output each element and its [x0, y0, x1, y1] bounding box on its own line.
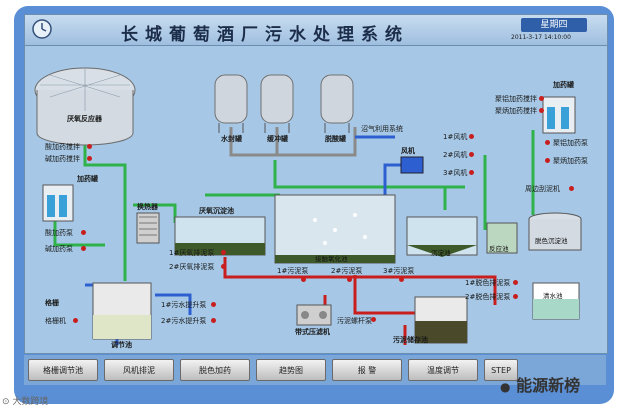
- status-dot: [539, 108, 544, 113]
- clock-icon: [32, 19, 52, 39]
- aeration-tank: [274, 194, 396, 264]
- status-blower-2: 2#风机: [443, 151, 468, 159]
- equalization-tank: [92, 282, 152, 340]
- status-dot: [221, 264, 226, 269]
- weekday-badge: 星期四: [521, 18, 587, 32]
- status-dot: [539, 96, 544, 101]
- grille-pool-label: 格栅: [45, 299, 59, 307]
- page-title: 长城葡萄酒厂污水处理系统: [121, 25, 409, 45]
- sludge-storage-label: 污泥储存池: [393, 336, 428, 344]
- nav-temperature-button[interactable]: 温度调节: [408, 359, 478, 381]
- status-dot: [347, 277, 352, 282]
- buffer-tank-label: 缓冲罐: [267, 135, 288, 143]
- dosing-tank-right: [542, 96, 576, 134]
- status-dot: [87, 144, 92, 149]
- status-dot: [513, 280, 518, 285]
- anaerobic-reactor: [34, 67, 136, 146]
- clear-water-tank: [532, 282, 580, 320]
- gas-tanks: [214, 74, 354, 133]
- status-base-stir: 碱加药搅拌: [45, 155, 80, 163]
- status-dot: [469, 170, 474, 175]
- status-dot: [399, 277, 404, 282]
- status-dot: [545, 158, 550, 163]
- status-dot: [81, 246, 86, 251]
- status-pac-pump: 聚铝加药泵: [553, 139, 588, 147]
- status-sludge-pump-1: 1#污泥泵: [277, 267, 309, 275]
- status-sludge-pump-2: 2#污泥泵: [331, 267, 363, 275]
- status-dot: [211, 318, 216, 323]
- status-sludge-pump-3: 3#污泥泵: [383, 267, 415, 275]
- status-dot: [469, 152, 474, 157]
- nav-grille-equalization-button[interactable]: 格栅调节池: [28, 359, 98, 381]
- status-pam-pump: 聚炳加药泵: [553, 157, 588, 165]
- wechat-icon: ●: [500, 380, 511, 394]
- status-pac-stir: 聚铝加药搅拌: [495, 95, 537, 103]
- status-peripheral-scraper: 周边刮泥机: [525, 185, 560, 193]
- process-diagram: [34, 67, 582, 345]
- reaction-tank-label: 反应池: [489, 245, 509, 253]
- status-pam-stir: 聚炳加药搅拌: [495, 107, 537, 115]
- status-dot: [545, 140, 550, 145]
- datetime-text: 2011-3-17 14:10:00: [511, 34, 571, 41]
- status-dot: [513, 294, 518, 299]
- status-dot: [301, 277, 306, 282]
- nav-decolor-dosing-button[interactable]: 脱色加药: [180, 359, 250, 381]
- status-blower-3: 3#风机: [443, 169, 468, 177]
- status-blower-1: 1#风机: [443, 133, 468, 141]
- dosing-tank-left-label: 加药罐: [77, 175, 98, 183]
- anaerobic-settler-label: 厌氧沉淀池: [199, 207, 234, 215]
- status-dot: [371, 317, 376, 322]
- heat-exchanger-label: 换热器: [137, 203, 158, 211]
- status-dot: [211, 302, 216, 307]
- biogas-system-label: 沼气利用系统: [361, 125, 403, 133]
- belt-press-label: 带式压滤机: [295, 328, 330, 336]
- blower: [400, 156, 424, 174]
- reaction-tank: [486, 222, 518, 254]
- clear-water-tank-label: 清水池: [543, 292, 563, 300]
- nav-alarm-button[interactable]: 报 警: [332, 359, 402, 381]
- blower-label: 风机: [401, 147, 415, 155]
- watermark-right: ● 能源新榜: [500, 376, 581, 395]
- dosing-tank-right-label: 加药罐: [553, 81, 574, 89]
- nav-trend-button[interactable]: 趋势图: [256, 359, 326, 381]
- status-acid-pump: 酸加药泵: [45, 229, 73, 237]
- status-dot: [469, 134, 474, 139]
- status-decolor-sludge-2: 2#脱色排泥泵: [465, 293, 511, 301]
- water-seal-tank-label: 水封罐: [221, 135, 242, 143]
- desulfur-tank-label: 脱酸罐: [325, 135, 346, 143]
- status-lift-pump-2: 2#污水提升泵: [161, 317, 207, 325]
- status-dot: [221, 250, 226, 255]
- anaerobic-reactor-label: 厌氧反应器: [67, 115, 102, 123]
- nav-blower-sludge-button[interactable]: 风机排泥: [104, 359, 174, 381]
- status-dot: [81, 230, 86, 235]
- status-dot: [73, 318, 78, 323]
- dosing-tank-left: [42, 184, 74, 222]
- decolor-settler-label: 脱色沉淀池: [535, 237, 568, 245]
- watermark-left: ⊙ 大数跨境: [2, 397, 49, 407]
- status-lift-pump-1: 1#污水提升泵: [161, 301, 207, 309]
- status-anaerobic-sludge-2: 2#厌氧排泥泵: [169, 263, 215, 271]
- nav-step-button[interactable]: STEP: [484, 359, 518, 381]
- status-decolor-sludge-1: 1#脱色排泥泵: [465, 279, 511, 287]
- status-dot: [569, 186, 574, 191]
- status-dot: [87, 156, 92, 161]
- aeration-tank-label: 接触氧化池: [315, 255, 348, 263]
- status-grille-machine: 格栅机: [45, 317, 66, 325]
- sludge-storage: [414, 296, 468, 344]
- status-anaerobic-sludge-1: 1#厌氧排泥泵: [169, 249, 215, 257]
- status-screw-pump: 污泥螺杆泵: [337, 317, 372, 325]
- heat-exchanger: [136, 212, 160, 244]
- title-bar: 长城葡萄酒厂污水处理系统 星期四 2011-3-17 14:10:00: [25, 15, 607, 46]
- anaerobic-settler: [174, 216, 266, 256]
- status-acid-stir: 酸加药搅拌: [45, 143, 80, 151]
- scada-screen: 长城葡萄酒厂污水处理系统 星期四 2011-3-17 14:10:00: [24, 14, 608, 354]
- settling-tank: [406, 216, 478, 257]
- belt-press: [296, 304, 332, 326]
- settling-tank-label: 沉淀池: [431, 249, 451, 257]
- decolor-settler: [528, 212, 582, 251]
- watermark-logo-icon: ⊙: [2, 397, 13, 407]
- equalization-tank-label: 调节池: [111, 341, 132, 349]
- status-base-pump: 碱加药泵: [45, 245, 73, 253]
